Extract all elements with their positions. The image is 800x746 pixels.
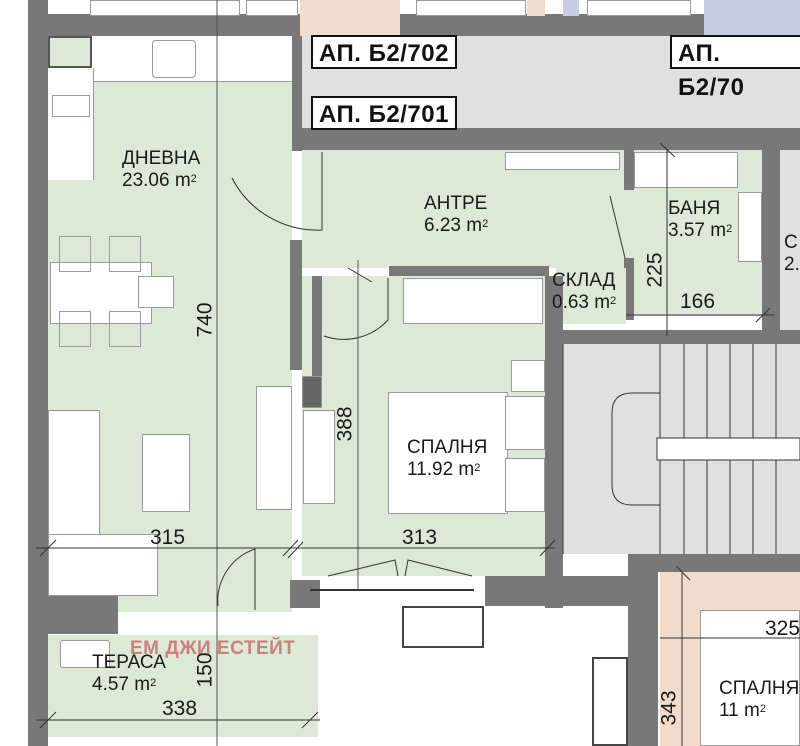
neighbor-ac-unit — [592, 657, 628, 746]
dimension-bath-width: 166 — [680, 290, 716, 313]
apartment-tag-701: АП. Б2/701 — [311, 96, 457, 130]
room-label-bathroom: БАНЯ 3.57 m2 — [668, 198, 732, 242]
dimension-bedroom-height: 388 — [333, 406, 357, 442]
dining-table — [50, 262, 152, 324]
room-area: 11.92 m2 — [407, 459, 481, 480]
dining-chair — [109, 236, 141, 272]
hall-bedroom-wall — [389, 266, 549, 276]
stair-left-lower-wall — [628, 554, 658, 746]
neighbor-top-peach — [300, 0, 400, 36]
room-name: АНТРЕ — [424, 193, 488, 214]
living-right-wall — [290, 36, 302, 151]
bath-sink-counter — [634, 152, 738, 188]
neighbor-top-fixture-2 — [246, 0, 298, 16]
bath-right-wall — [762, 150, 780, 336]
top-wall-band — [28, 14, 800, 36]
room-name: БАНЯ — [668, 198, 721, 219]
dimension-bath-height: 225 — [643, 252, 667, 288]
watermark: ЕМ ДЖИ ЕСТЕЙТ — [130, 638, 296, 659]
room-area: 4.57 m2 — [92, 674, 157, 695]
apartment-tag-702: АП. Б2/702 — [311, 35, 457, 69]
neighbor-top-fixture-1 — [90, 0, 240, 16]
bedroom-window-sill — [320, 576, 485, 606]
neighbor-top-fixture-4 — [587, 0, 691, 16]
room-name: СПАЛНЯ — [407, 437, 488, 458]
tv-unit-bedroom — [302, 376, 322, 408]
bath-tub-side — [738, 192, 762, 262]
sink — [152, 40, 196, 78]
stove-top — [52, 95, 90, 117]
room-name: ТЕРАСА — [92, 652, 166, 673]
room-label-neighbor-partial: С 2. — [784, 232, 800, 276]
room-area: 3.57 m2 — [668, 220, 733, 241]
neighbor-right-area — [780, 150, 800, 330]
room-area: 23.06 m2 — [122, 170, 197, 191]
tv-unit — [256, 386, 292, 510]
neighbor-top-blue-2 — [704, 0, 800, 36]
room-label-terrace: ТЕРАСА 4.57 m2 — [92, 652, 166, 696]
room-name: СКЛАД — [552, 270, 616, 291]
neighbor-bed — [700, 610, 800, 746]
dining-chair — [109, 311, 141, 347]
stair-top-wall — [545, 330, 800, 344]
nightstand — [505, 458, 545, 512]
apartment-tag-70x: АП. Б2/70 — [670, 35, 800, 101]
bedroom-desk — [303, 410, 335, 504]
dimension-living-height: 740 — [193, 302, 217, 338]
dining-chair — [59, 311, 91, 347]
room-name: ДНЕВНА — [122, 148, 201, 169]
living-hall-wall-lower — [290, 240, 302, 370]
neighbor-top-blue — [563, 0, 579, 16]
dining-chair — [138, 276, 174, 308]
bedroom-wardrobe — [403, 278, 543, 324]
stair-bottom-wall — [640, 554, 800, 572]
dimension-bedroom-width: 313 — [402, 526, 438, 549]
room-label-living: ДНЕВНА 23.06 m2 — [122, 148, 200, 192]
storage-floor — [556, 268, 626, 324]
dimension-terrace-width: 338 — [162, 697, 198, 720]
sofa-extension — [48, 534, 158, 596]
room-name: СПАЛНЯ — [719, 678, 800, 699]
room-area: 0.63 m2 — [552, 292, 617, 313]
coffee-table — [142, 434, 190, 512]
terrace-ac-unit — [60, 640, 110, 668]
outdoor-ac-unit — [402, 606, 484, 648]
room-name: С — [784, 232, 798, 253]
dimension-living-width: 315 — [150, 526, 186, 549]
hall-wardrobe — [505, 152, 620, 170]
room-label-bedroom: СПАЛНЯ 11.92 m2 — [407, 437, 487, 481]
neighbor-top-peach-2 — [527, 0, 545, 16]
bottom-wall-mid — [290, 580, 320, 608]
room-area: 2. — [784, 254, 800, 275]
bed — [388, 392, 508, 514]
room-label-storage: СКЛАД 0.63 m2 — [552, 270, 616, 314]
dimension-neighbor-width: 325 — [765, 617, 800, 640]
nightstand — [505, 396, 545, 450]
bedroom-right-wall — [545, 276, 563, 608]
bottom-wall-right — [485, 576, 630, 606]
dimension-neighbor-height: 343 — [657, 690, 681, 726]
nightstand — [511, 360, 545, 392]
kitchen-counter-left — [48, 68, 94, 180]
window-kitchen — [48, 36, 92, 68]
room-area: 11 m2 — [719, 700, 766, 721]
bottom-wall-left — [48, 596, 118, 634]
neighbor-top-fixture-3 — [416, 0, 526, 16]
dining-chair — [59, 236, 91, 272]
bath-left-wall — [624, 150, 634, 190]
bedroom-hall-wall-left — [312, 276, 322, 376]
room-area: 6.23 m2 — [424, 215, 489, 236]
bath-storage-wall — [624, 258, 634, 320]
stairwell — [563, 344, 800, 554]
room-label-hall: АНТРЕ 6.23 m2 — [424, 193, 488, 237]
room-label-neighbor-bedroom: СПАЛНЯ 11 m2 — [719, 678, 799, 722]
outer-wall-left — [28, 0, 48, 746]
